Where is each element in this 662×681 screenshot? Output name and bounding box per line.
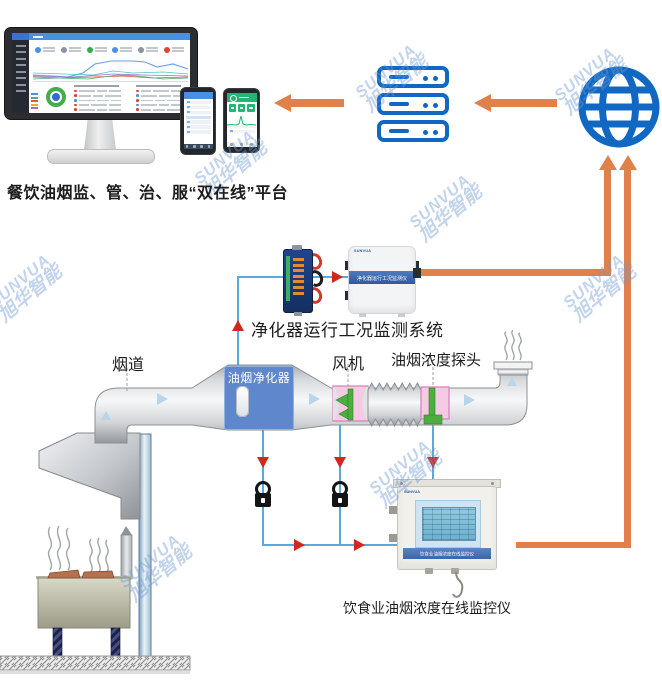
purifier-monitoring-system-label: 净化器运行工况监测系统 bbox=[251, 321, 444, 340]
stove-leg bbox=[52, 627, 63, 657]
monitor-stand-base bbox=[47, 149, 155, 164]
cable-gland bbox=[451, 568, 459, 574]
purifier-box: 油烟净化器 bbox=[224, 366, 294, 430]
exhaust-outlet-flange bbox=[493, 361, 533, 370]
stove-chimney-tip bbox=[121, 526, 132, 535]
device-name: 饮食业油烟浓度在线监控仪 bbox=[420, 551, 474, 557]
arrow-cloud-to-server bbox=[474, 94, 491, 112]
globe-icon bbox=[578, 66, 660, 148]
app-navbar bbox=[226, 142, 257, 147]
stat-cells bbox=[228, 104, 255, 112]
stove-body bbox=[37, 577, 131, 629]
flow-arrow-down bbox=[427, 457, 439, 468]
flue-label: 烟道 bbox=[112, 357, 145, 374]
module-green-strip bbox=[285, 256, 290, 301]
stove-chimney bbox=[120, 534, 133, 580]
app-header-gauge bbox=[226, 93, 257, 102]
device-name: 净化器运行工况监测仪 bbox=[357, 275, 407, 282]
wire-probe-down bbox=[432, 424, 434, 486]
app-link-row bbox=[185, 116, 211, 119]
wire-to-fume-monitor bbox=[262, 544, 398, 546]
label-leaders bbox=[126, 362, 434, 392]
front-panel bbox=[415, 500, 481, 548]
exhaust-steam bbox=[504, 330, 522, 361]
flow-arrow-up bbox=[232, 320, 244, 331]
dashboard-stats bbox=[35, 43, 187, 56]
terminal-module bbox=[283, 245, 313, 316]
chart-legend bbox=[31, 93, 38, 111]
cooking-pan bbox=[47, 569, 81, 579]
device-cable bbox=[452, 572, 464, 598]
probe-icon bbox=[423, 387, 443, 425]
dashboard-line-chart bbox=[33, 60, 188, 82]
dashboard-donut-chart bbox=[46, 87, 66, 107]
module-indicators bbox=[293, 258, 304, 297]
module-foot bbox=[294, 312, 302, 316]
flow-arrow-right bbox=[332, 271, 343, 283]
wall-pipe bbox=[138, 433, 152, 657]
uplink-arrow-purifier-monitor bbox=[599, 155, 617, 170]
flow-arrow-right bbox=[294, 539, 305, 551]
dashboard-table bbox=[136, 85, 190, 113]
cooking-pan bbox=[81, 570, 115, 579]
app-header bbox=[183, 92, 213, 99]
desktop-monitor bbox=[4, 27, 198, 120]
fume-monitor-caption: 饮食业油烟浓度在线监控仪 bbox=[343, 600, 511, 616]
device-brand: SUNVUA bbox=[354, 249, 372, 254]
monitor-stand-neck bbox=[84, 118, 116, 150]
arrow-server-to-platform bbox=[274, 94, 291, 112]
platform-caption: 餐饮油烟监、管、治、服“双在线”平台 bbox=[7, 185, 289, 202]
phone-screen bbox=[226, 93, 257, 147]
app-navbar bbox=[183, 143, 213, 149]
phone-screen bbox=[183, 92, 213, 149]
phone-monitoring-app bbox=[223, 88, 260, 153]
module-connector bbox=[292, 245, 302, 250]
phone-management-app bbox=[180, 87, 216, 155]
duct-run bbox=[94, 330, 533, 444]
fan-icon bbox=[335, 388, 354, 421]
kitchen-scene bbox=[0, 432, 191, 674]
concentration-spark-chart bbox=[227, 115, 256, 128]
sidebar-logo bbox=[12, 33, 29, 40]
duct-break-right bbox=[362, 387, 368, 420]
lcd-screen bbox=[422, 507, 476, 541]
exhaust-outlet bbox=[497, 368, 529, 376]
probe-label: 油烟浓度探头 bbox=[391, 352, 482, 369]
dashboard-table bbox=[74, 85, 130, 113]
fume-monitor-body: SUNVUA 饮食业油烟浓度在线监控仪 bbox=[397, 486, 497, 570]
device-output-port bbox=[413, 268, 421, 278]
kitchen-hood bbox=[38, 432, 141, 520]
cable-gland bbox=[425, 568, 433, 574]
dashboard-topbar bbox=[29, 33, 190, 40]
duct-break-left bbox=[333, 387, 339, 420]
device-name-band: 净化器运行工况监测仪 bbox=[349, 271, 415, 284]
flow-arrow-down bbox=[257, 457, 269, 468]
airflow-arrows bbox=[101, 377, 517, 420]
cooking-steam bbox=[47, 525, 109, 573]
flex-duct bbox=[367, 381, 422, 428]
fan-label: 风机 bbox=[332, 356, 365, 373]
dashboard-bottom bbox=[30, 85, 190, 112]
dashboard-sidebar bbox=[12, 33, 29, 113]
duct-body bbox=[94, 364, 528, 444]
device-name-band: 饮食业油烟浓度在线监控仪 bbox=[403, 548, 491, 559]
flow-arrow-down bbox=[334, 457, 346, 468]
ct-clamp bbox=[254, 481, 272, 507]
stove-leg bbox=[110, 627, 121, 657]
server-icon bbox=[377, 66, 449, 147]
purifier-label: 油烟净化器 bbox=[227, 371, 291, 385]
device-brand: SUNVUA bbox=[404, 490, 421, 495]
ct-clamp bbox=[331, 481, 349, 507]
flow-arrow-right bbox=[354, 539, 365, 551]
monitor-screen bbox=[12, 33, 190, 113]
purifier-monitor-device: SUNVUA 净化器运行工况监测仪 bbox=[345, 246, 419, 317]
ground-shadow bbox=[0, 671, 190, 674]
uplink-arrow-fume-monitor bbox=[619, 155, 637, 170]
ground bbox=[0, 655, 191, 671]
